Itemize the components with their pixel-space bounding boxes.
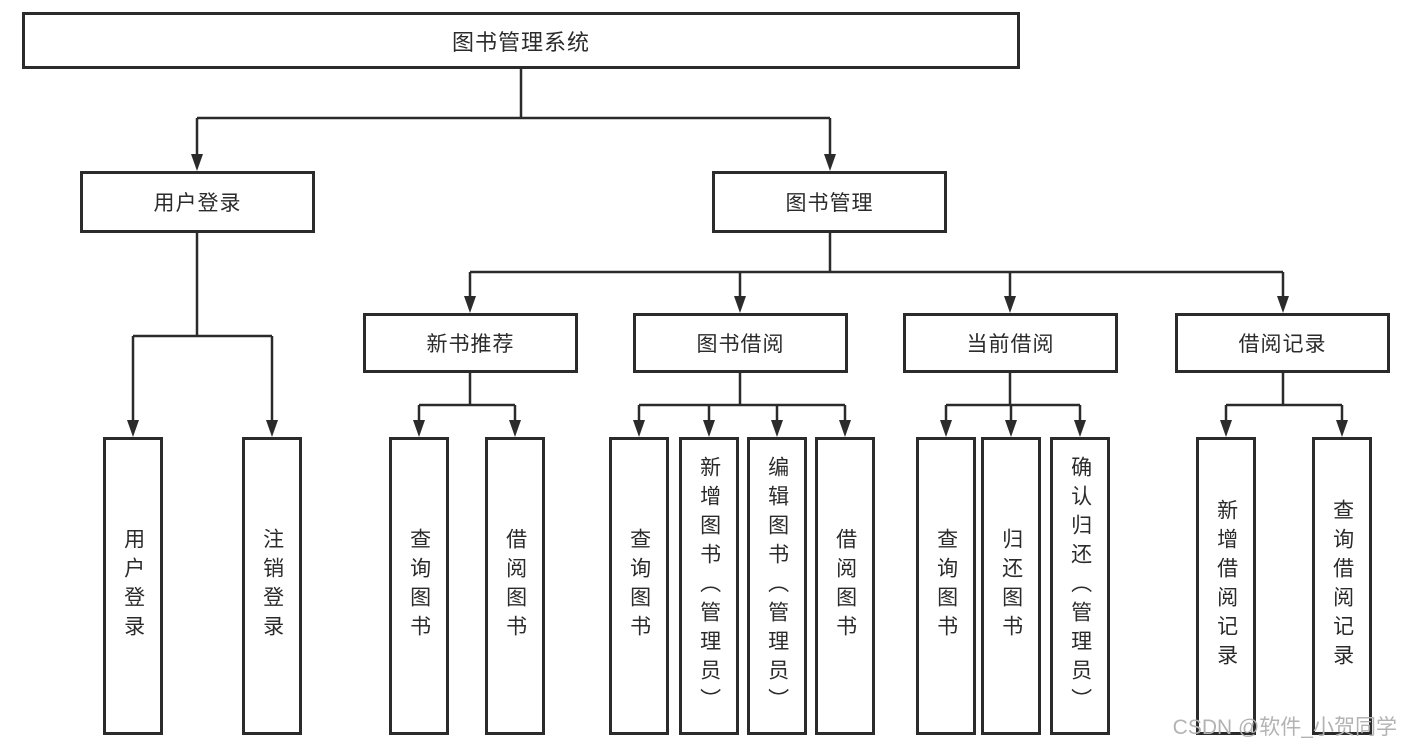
leaf-add-borrow-record: 新增借阅记录 bbox=[1196, 437, 1256, 735]
leaf-borrow-books-recommend-label: 借阅图书 bbox=[503, 528, 527, 644]
arrowheads bbox=[127, 154, 1348, 437]
node-user-login: 用户登录 bbox=[80, 171, 315, 233]
leaf-add-book-admin: 新增图书（管理员） bbox=[679, 437, 739, 735]
leaf-confirm-return-admin: 确认归还（管理员） bbox=[1050, 437, 1110, 735]
node-new-book-recommend: 新书推荐 bbox=[363, 313, 578, 373]
node-root: 图书管理系统 bbox=[22, 12, 1020, 69]
leaf-query-books-recommend-label: 查询图书 bbox=[407, 528, 431, 644]
leaf-user-login: 用户登录 bbox=[103, 437, 163, 735]
leaf-edit-book-admin-label: 编辑图书（管理员） bbox=[765, 455, 789, 717]
node-book-borrow-label: 图书借阅 bbox=[696, 333, 785, 356]
leaf-add-book-admin-label: 新增图书（管理员） bbox=[697, 455, 721, 717]
leaf-edit-book-admin: 编辑图书（管理员） bbox=[747, 437, 807, 735]
node-borrow-records: 借阅记录 bbox=[1175, 313, 1390, 373]
leaf-borrow-books-recommend: 借阅图书 bbox=[485, 437, 545, 735]
leaf-borrow-books-borrow: 借阅图书 bbox=[815, 437, 875, 735]
csdn-watermark: CSDN @软件_小贺同学 bbox=[1172, 716, 1397, 739]
leaf-logout: 注销登录 bbox=[242, 437, 302, 735]
leaf-borrow-books-borrow-label: 借阅图书 bbox=[833, 528, 857, 644]
leaf-query-books-current: 查询图书 bbox=[916, 437, 976, 735]
node-root-label: 图书管理系统 bbox=[451, 29, 590, 55]
leaf-query-borrow-record: 查询借阅记录 bbox=[1312, 437, 1372, 735]
leaf-add-borrow-record-label: 新增借阅记录 bbox=[1214, 499, 1238, 673]
node-user-login-label: 用户登录 bbox=[153, 192, 242, 215]
node-book-management: 图书管理 bbox=[712, 171, 947, 233]
leaf-query-books-current-label: 查询图书 bbox=[934, 528, 958, 644]
node-borrow-records-label: 借阅记录 bbox=[1238, 333, 1327, 356]
leaf-return-books-label: 归还图书 bbox=[999, 528, 1023, 644]
leaf-query-books-borrow: 查询图书 bbox=[609, 437, 669, 735]
leaf-query-books-recommend: 查询图书 bbox=[389, 437, 449, 735]
leaf-query-borrow-record-label: 查询借阅记录 bbox=[1330, 499, 1354, 673]
leaf-logout-label: 注销登录 bbox=[260, 528, 284, 644]
node-current-borrow: 当前借阅 bbox=[903, 313, 1118, 373]
node-book-borrow: 图书借阅 bbox=[633, 313, 848, 373]
leaf-user-login-label: 用户登录 bbox=[121, 528, 145, 644]
leaf-query-books-borrow-label: 查询图书 bbox=[627, 528, 651, 644]
leaf-confirm-return-admin-label: 确认归还（管理员） bbox=[1068, 455, 1092, 717]
node-current-borrow-label: 当前借阅 bbox=[966, 333, 1055, 356]
node-book-management-label: 图书管理 bbox=[785, 192, 874, 215]
leaf-return-books: 归还图书 bbox=[981, 437, 1041, 735]
node-new-book-recommend-label: 新书推荐 bbox=[426, 333, 515, 356]
